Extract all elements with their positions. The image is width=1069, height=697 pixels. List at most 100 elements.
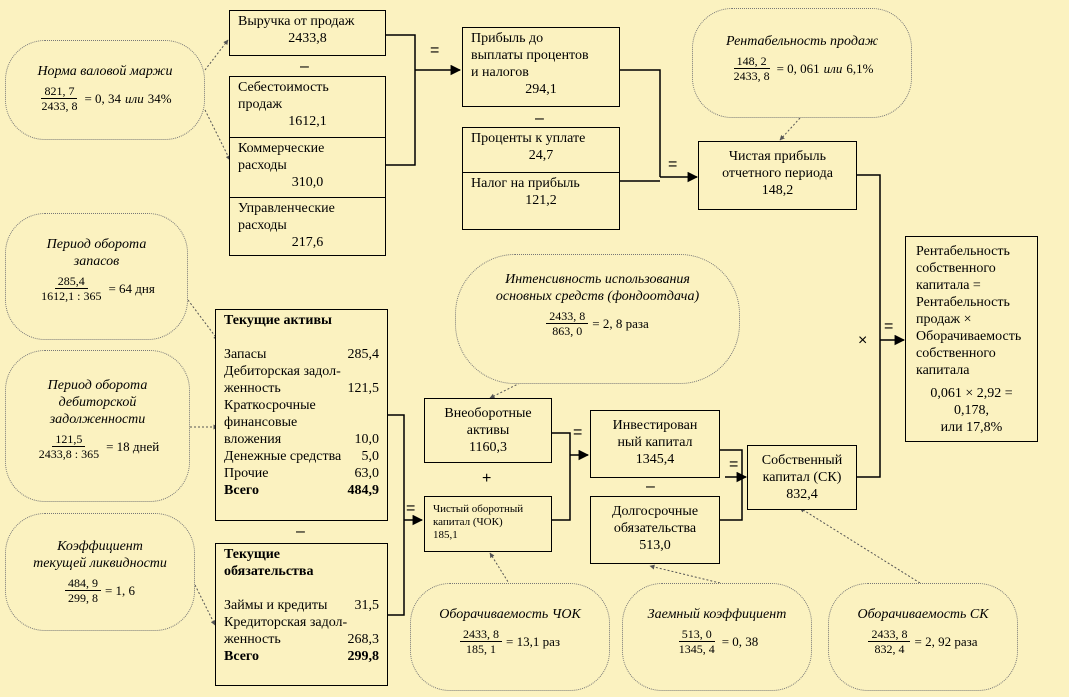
total-row: Всего 484,9 xyxy=(224,482,379,499)
denominator: 1345, 4 xyxy=(678,642,715,656)
item-value: 268,3 xyxy=(347,632,380,647)
denominator: 299, 8 xyxy=(67,591,98,605)
equals-operator: = xyxy=(884,318,894,335)
expenses-box: Себестоимость продаж 1612,1 Коммерческие… xyxy=(229,76,386,256)
item-value: 5,0 xyxy=(361,449,380,464)
numerator: 2433, 8 xyxy=(546,309,589,324)
current-assets-title: Текущие активы xyxy=(224,313,332,328)
interest-value: 24,7 xyxy=(528,148,554,163)
invested-label: Инвестирован xyxy=(612,418,698,433)
roe-line: капитала xyxy=(916,363,970,378)
denominator: 863, 0 xyxy=(552,324,583,338)
net-profit-box: Чистая прибыль отчетного периода 148,2 xyxy=(698,141,857,210)
plus-operator: + xyxy=(482,470,492,487)
numerator: 285,4 xyxy=(54,274,88,289)
fixed-assets-label: Внеоборотные xyxy=(444,406,532,421)
equals-operator: = xyxy=(430,42,440,59)
revenue-label: Выручка от продаж xyxy=(238,14,355,29)
roe-box: Рентабельность собственного капитала = Р… xyxy=(905,236,1038,442)
item-label: вложения xyxy=(224,432,282,447)
item-label: Дебиторская задол- xyxy=(224,364,341,379)
bubble-title: Заемный коэффициент xyxy=(647,607,787,622)
item-label: Краткосрочные xyxy=(224,398,316,413)
interest-label: Проценты к уплате xyxy=(471,131,586,146)
bubble-title: Период оборота xyxy=(47,378,148,393)
admin-label-2: расходы xyxy=(238,218,287,233)
equity-box: Собственный капитал (СК) 832,4 xyxy=(747,445,857,510)
numerator: 513, 0 xyxy=(678,627,715,642)
bubble-title: Интенсивность использования xyxy=(505,272,690,287)
equals-operator: = xyxy=(573,424,583,441)
item-label: женность xyxy=(224,632,281,647)
bubble-title-2: текущей ликвидности xyxy=(33,556,167,571)
fixed-assets-box: Внеоборотные активы 1160,3 xyxy=(424,398,552,463)
ebit-label: Прибыль до xyxy=(471,31,544,46)
total-label: Всего xyxy=(224,483,259,498)
admin-value: 217,6 xyxy=(291,235,324,250)
numerator: 148, 2 xyxy=(733,54,770,69)
result: = 2, 92 раза xyxy=(914,634,978,649)
fixed-assets-label-2: активы xyxy=(466,423,510,438)
item-label: Денежные средства xyxy=(224,449,342,464)
numerator: 484, 9 xyxy=(64,576,101,591)
total-value: 484,9 xyxy=(347,483,380,498)
liabilities-title-2: обязательства xyxy=(224,564,314,579)
asset-turnover-bubble: Интенсивность использования основных сре… xyxy=(455,254,740,384)
result: = 2, 8 раза xyxy=(592,316,649,331)
or-word: или xyxy=(823,61,843,76)
tax-label: Налог на прибыль xyxy=(471,176,580,191)
list-item: Дебиторская задол- xyxy=(224,363,379,380)
list-item: Денежные средства 5,0 xyxy=(224,448,379,465)
bubble-title-2: основных средств (фондоотдача) xyxy=(495,289,700,304)
minus-operator: – xyxy=(535,110,544,127)
total-value: 299,8 xyxy=(347,649,380,664)
wc-label-2: капитал (ЧОК) xyxy=(433,516,503,528)
item-label: женность xyxy=(224,381,281,396)
cost-label-2: продаж xyxy=(238,97,283,112)
cost-of-sales: Себестоимость продаж 1612,1 xyxy=(230,77,385,137)
liabilities-title: Текущие xyxy=(224,547,280,562)
roe-calc: 0,061 × 2,92 = 0,178, xyxy=(930,386,1013,418)
numerator: 121,5 xyxy=(52,432,86,447)
invested-label-2: ный капитал xyxy=(617,435,693,450)
list-item: Кредиторская задол- xyxy=(224,614,379,631)
roe-line: собственного xyxy=(916,346,996,361)
bubble-title: Оборачиваемость ЧОК xyxy=(439,607,581,622)
numerator: 2433, 8 xyxy=(868,627,911,642)
admin-expenses: Управленческие расходы 217,6 xyxy=(230,197,385,254)
equity-label-2: капитал (СК) xyxy=(762,470,842,485)
item-value: 31,5 xyxy=(354,598,380,613)
list-item: Краткосрочные xyxy=(224,397,379,414)
roe-calc-2: или 17,8% xyxy=(940,420,1003,435)
long-term-label: Долгосрочные xyxy=(611,504,699,519)
equals-operator: = xyxy=(729,456,739,473)
wc-label: Чистый оборотный xyxy=(433,503,524,515)
equity-label: Собственный xyxy=(761,453,843,468)
denominator: 2433, 8 xyxy=(733,69,770,83)
item-label: Прочие xyxy=(224,466,269,481)
invested-value: 1345,4 xyxy=(635,452,675,467)
denominator: 2433, 8 xyxy=(41,99,78,113)
net-profit-label-2: отчетного периода xyxy=(722,166,833,181)
roe-line: собственного xyxy=(916,261,996,276)
equity-value: 832,4 xyxy=(786,487,818,502)
commercial-label: Коммерческие xyxy=(238,141,325,156)
net-profit-label: Чистая прибыль xyxy=(728,149,827,164)
bubble-title-2: дебиторской xyxy=(58,395,137,410)
ebit-label-3: и налогов xyxy=(471,65,529,80)
